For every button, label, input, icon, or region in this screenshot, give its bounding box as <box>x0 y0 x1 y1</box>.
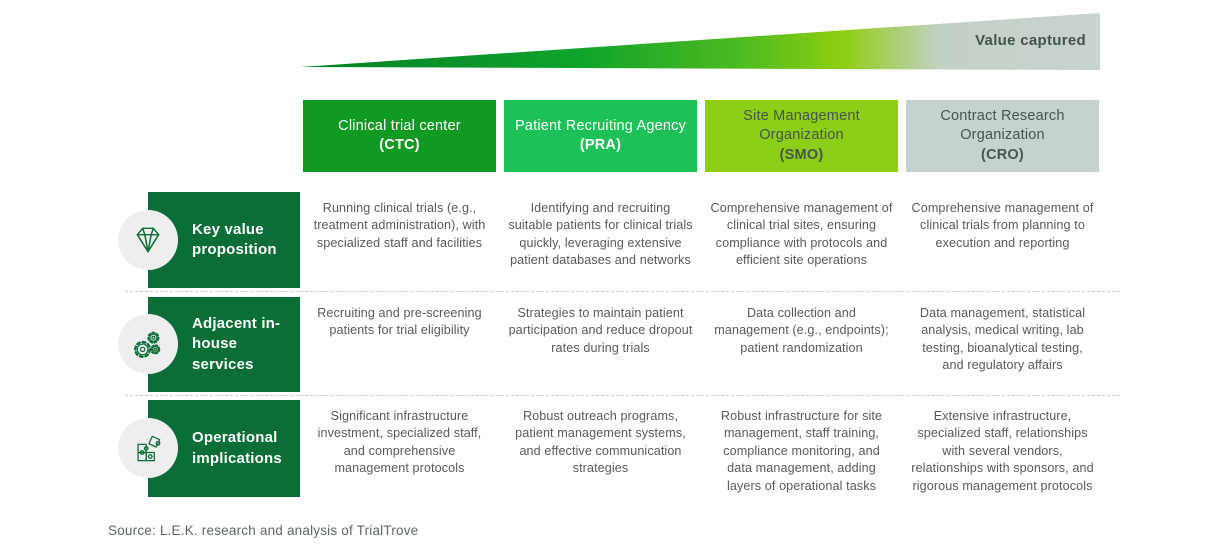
cell-smo-operational: Robust infrastructure for site managemen… <box>720 409 883 493</box>
cell-ctc-key-value: Running clinical trials (e.g., treatment… <box>313 201 486 250</box>
cell-pra-adjacent-services: Strategies to maintain patient participa… <box>508 306 693 355</box>
row-2-cells: Recruiting and pre-screening patients fo… <box>303 305 1099 375</box>
header-ctc-acronym: (CTC) <box>379 137 420 153</box>
header-ctc: Clinical trial center (CTC) <box>303 100 496 172</box>
header-cro-name: Contract Research Organization <box>940 108 1065 144</box>
puzzle-icon <box>118 418 178 478</box>
cell-cro-key-value: Comprehensive management of clinical tri… <box>911 201 1094 250</box>
diamond-icon <box>118 210 178 270</box>
gradient-wedge-shape <box>300 13 1100 70</box>
row-label-text: Operational implications <box>192 429 282 467</box>
header-smo-name: Site Management Organization <box>743 108 860 144</box>
header-cro: Contract Research Organization (CRO) <box>906 100 1099 172</box>
header-smo: Site Management Organization (SMO) <box>705 100 898 172</box>
column-headers: Clinical trial center (CTC) Patient Recr… <box>303 100 1099 172</box>
row-separator <box>125 395 1120 396</box>
header-smo-acronym: (SMO) <box>779 146 824 163</box>
cell-ctc-operational: Significant infrastructure investment, s… <box>317 409 482 476</box>
cell-smo-adjacent-services: Data collection and management (e.g., en… <box>714 306 889 355</box>
gears-icon <box>118 314 178 374</box>
value-captured-label: Value captured <box>975 32 1086 49</box>
header-pra: Patient Recruiting Agency (PRA) <box>504 100 697 172</box>
source-note: Source: L.E.K. research and analysis of … <box>108 523 419 538</box>
cell-smo-key-value: Comprehensive management of clinical tri… <box>710 201 893 268</box>
row-adjacent-in-house-services: Adjacent in-house services Recruiting an… <box>0 297 1224 392</box>
row-label-text: Key value proposition <box>192 220 277 258</box>
header-cro-acronym: (CRO) <box>981 146 1024 163</box>
row-1-cells: Running clinical trials (e.g., treatment… <box>303 200 1099 270</box>
value-captured-wedge: Value captured <box>300 13 1100 71</box>
header-pra-acronym: (PRA) <box>579 137 622 153</box>
cell-pra-operational: Robust outreach programs, patient manage… <box>515 409 686 476</box>
row-operational-implications: Operational implications Significant inf… <box>0 400 1224 497</box>
cell-pra-key-value: Identifying and recruiting suitable pati… <box>508 201 693 268</box>
cell-cro-adjacent-services: Data management, statistical analysis, m… <box>919 306 1086 373</box>
row-separator <box>125 291 1120 292</box>
cell-ctc-adjacent-services: Recruiting and pre-screening patients fo… <box>317 306 482 338</box>
header-pra-name: Patient Recruiting Agency <box>514 117 687 134</box>
cell-cro-operational: Extensive infrastructure, specialized st… <box>911 409 1094 493</box>
row-label-text: Adjacent in-house services <box>192 315 281 373</box>
row-key-value-proposition: Key value proposition Running clinical t… <box>0 192 1224 288</box>
row-3-cells: Significant infrastructure investment, s… <box>303 408 1099 495</box>
header-ctc-name: Clinical trial center <box>338 117 461 134</box>
